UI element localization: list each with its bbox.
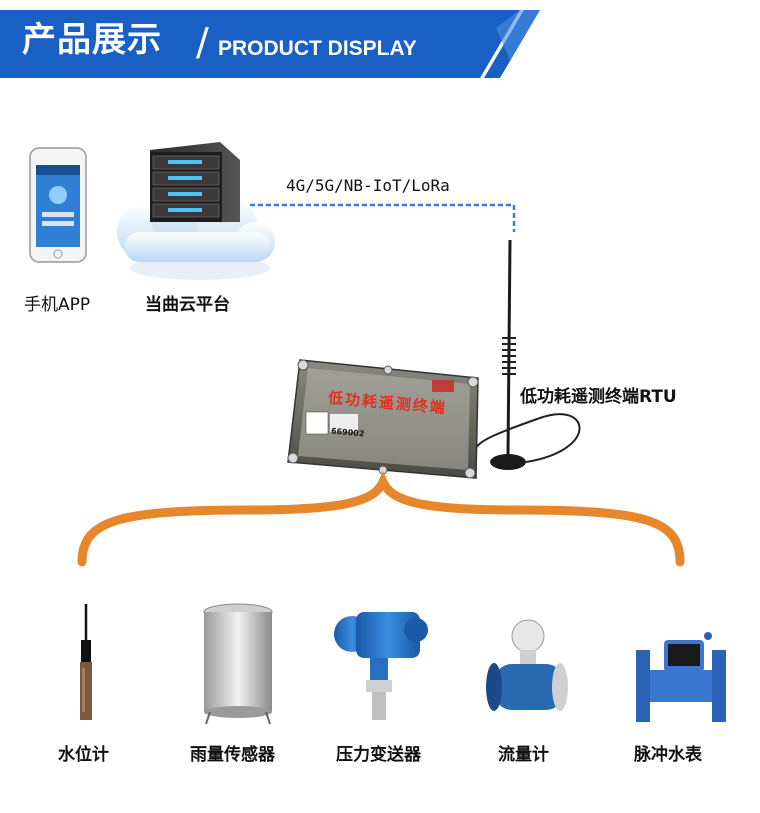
rtu-label: 低功耗遥测终端RTU [520, 387, 677, 407]
header-title-en: PRODUCT DISPLAY [218, 37, 417, 60]
header-title-cn: 产品展示 [22, 20, 162, 60]
sensor-label: 流量计 [498, 745, 549, 765]
sensor-label: 水位计 [58, 745, 109, 765]
phone-icon [29, 147, 87, 263]
cloud-platform-icon [117, 142, 275, 280]
sensor-label: 雨量传感器 [190, 745, 275, 765]
sensor-label: 脉冲水表 [634, 745, 702, 765]
rain-gauge-icon [203, 603, 273, 725]
header-banner [0, 10, 540, 78]
cloud-platform-label: 当曲云平台 [145, 295, 230, 315]
water-level-sensor-icon [80, 604, 92, 720]
flow-meter-icon [486, 619, 568, 711]
rtu-device-icon [287, 359, 479, 479]
rtu-device-id: 669002 [330, 426, 365, 439]
brace-connector [77, 470, 685, 567]
phone-app-label: 手机APP [24, 295, 91, 315]
pressure-transmitter-icon [334, 612, 428, 720]
antenna-icon [475, 239, 581, 470]
rtu-device-text: 低功耗遥测终端 [327, 388, 448, 418]
header-slash: / [196, 20, 209, 64]
network-link-label: 4G/5G/NB-IoT/LoRa [286, 176, 450, 195]
wireless-link-line [250, 203, 516, 232]
sensor-label: 压力变送器 [336, 745, 421, 765]
pulse-water-meter-icon [636, 632, 726, 722]
